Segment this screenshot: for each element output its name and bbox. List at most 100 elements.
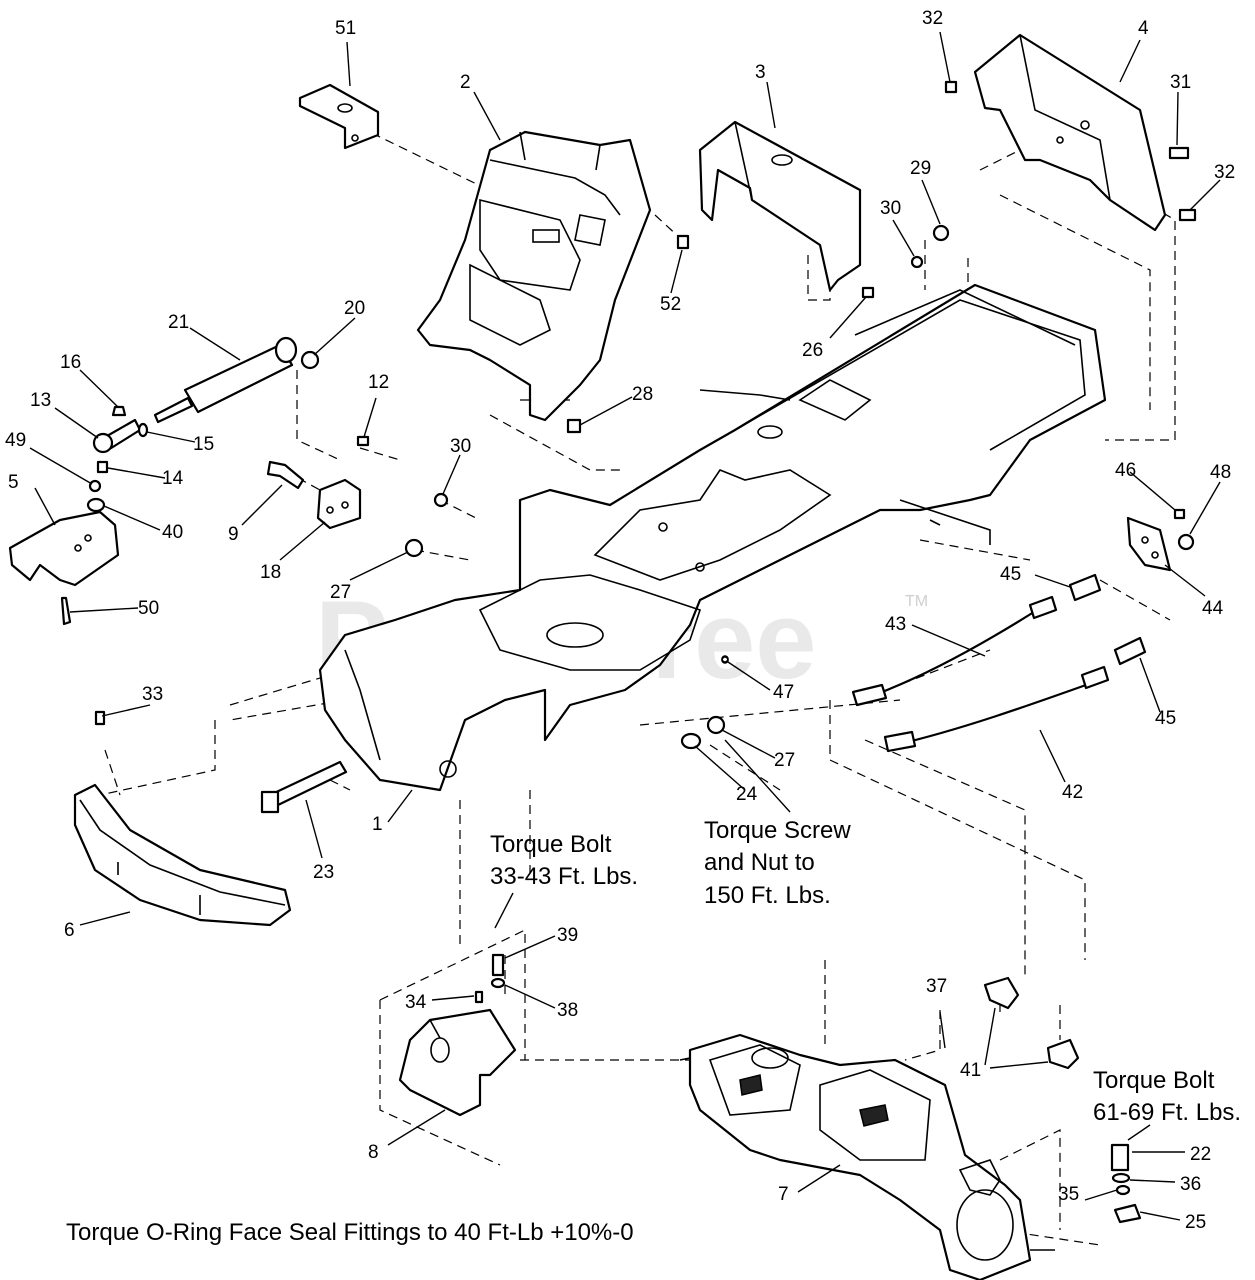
part-47-fastener (721, 656, 729, 664)
callout-25: 25 (1185, 1212, 1206, 1233)
callout-16: 16 (60, 352, 81, 373)
callout-28: 28 (632, 384, 653, 405)
part-32-bolt-upper (944, 80, 958, 94)
callout-numbers: 51 2 3 32 4 31 32 29 30 52 26 21 20 16 1… (5, 8, 1235, 1233)
part-3-cover (698, 120, 862, 292)
callout-44: 44 (1202, 598, 1224, 619)
part-14-spacer (96, 460, 109, 474)
part-4-bracket (973, 33, 1167, 232)
note-torque-bolt-1-line1: Torque Bolt (490, 831, 612, 858)
callout-30-lower: 30 (450, 436, 471, 457)
part-45-fitting-lower (1113, 636, 1147, 666)
rod-end-hardware (86, 405, 149, 513)
part-32-bolt-lower (1178, 208, 1197, 222)
part-30-nut-upper (910, 255, 924, 269)
part-36-washer (1111, 1172, 1131, 1184)
callout-3: 3 (755, 62, 766, 83)
callout-46: 46 (1115, 460, 1136, 481)
callout-32-lower: 32 (1214, 162, 1235, 183)
callout-27-left: 27 (330, 582, 351, 603)
part-22-bolt (1110, 1143, 1130, 1172)
torque-notes: Torque Bolt 33-43 Ft. Lbs. Torque Screw … (66, 817, 1241, 1246)
callout-41: 41 (960, 1060, 981, 1081)
part-29-nut (932, 224, 950, 242)
callout-13: 13 (30, 390, 51, 411)
note-torque-bolt-2-line1: Torque Bolt (1093, 1067, 1215, 1094)
part-49-washer (88, 479, 102, 493)
callout-9: 9 (228, 524, 239, 545)
part-1-main-frame (318, 283, 1107, 792)
callout-43: 43 (885, 614, 906, 635)
part-5-plate (8, 510, 120, 587)
part-21-shock (153, 336, 298, 424)
callout-15: 15 (193, 434, 214, 455)
callout-35: 35 (1058, 1184, 1079, 1205)
part-41-elbow-lower (1046, 1038, 1080, 1070)
note-torque-screw-line3: 150 Ft. Lbs. (704, 882, 831, 909)
note-footer: Torque O-Ring Face Seal Fittings to 40 F… (66, 1219, 634, 1246)
callout-34: 34 (405, 992, 427, 1013)
watermark-trademark: TM (905, 593, 928, 610)
callout-51: 51 (335, 18, 356, 39)
callout-49: 49 (5, 430, 26, 451)
callout-37: 37 (926, 976, 947, 997)
part-26-bolt (861, 286, 875, 299)
part-31-bolt (1168, 146, 1190, 160)
part-27-nut (404, 538, 424, 558)
callout-21: 21 (168, 312, 189, 333)
callout-7: 7 (778, 1184, 789, 1205)
part-38-washer (490, 977, 506, 989)
callout-50: 50 (138, 598, 159, 619)
part-40-bushing (86, 497, 106, 513)
part-34-fitting (474, 990, 484, 1004)
callout-5: 5 (8, 472, 19, 493)
callout-22: 22 (1190, 1144, 1211, 1165)
part-12-bolt (356, 435, 370, 447)
callout-31: 31 (1170, 72, 1191, 93)
part-33-screw (94, 710, 106, 726)
callout-26: 26 (802, 340, 823, 361)
callout-14: 14 (162, 468, 184, 489)
part-28-bolt (566, 418, 582, 434)
part-48-nut (1177, 533, 1195, 551)
part-41-elbow-upper (983, 976, 1020, 1010)
callout-33: 33 (142, 684, 163, 705)
part-45-fitting-upper (1068, 573, 1102, 602)
callout-45-lower: 45 (1155, 708, 1176, 729)
callout-12: 12 (368, 372, 389, 393)
part-23-pin (260, 760, 348, 814)
callout-32-upper: 32 (922, 8, 943, 29)
part-39-bolt (491, 953, 505, 977)
part-50-screw (60, 596, 72, 626)
callout-40: 40 (162, 522, 183, 543)
callout-39: 39 (557, 925, 578, 946)
part-30-nut (433, 492, 449, 508)
callout-42: 42 (1062, 782, 1083, 803)
callout-38: 38 (557, 1000, 578, 1021)
part-7-transaxle (679, 1033, 1055, 1280)
part-2-dash-panel (416, 130, 652, 422)
part-27-nut-lower (706, 715, 726, 735)
part-44-plate (1126, 516, 1172, 572)
callout-23: 23 (313, 862, 334, 883)
part-24-washer (680, 732, 702, 750)
callout-4: 4 (1138, 18, 1149, 39)
part-43-hose (851, 595, 1058, 707)
callout-29: 29 (910, 158, 931, 179)
part-25-plate (1113, 1203, 1142, 1224)
part-9-bolt (266, 460, 305, 490)
leader-lines (29, 31, 1221, 1221)
part-51-bracket (298, 83, 380, 150)
callout-2: 2 (460, 72, 471, 93)
part-42-hose (883, 665, 1110, 753)
part-18-bracket (316, 478, 362, 530)
part-46-bolt (1173, 508, 1186, 520)
part-8-bracket (398, 1008, 517, 1117)
part-52-bolt (676, 234, 690, 250)
callout-30-upper: 30 (880, 198, 901, 219)
note-torque-bolt-2-line2: 61-69 Ft. Lbs. (1093, 1099, 1241, 1126)
callout-45-upper: 45 (1000, 564, 1021, 585)
callout-36: 36 (1180, 1174, 1201, 1195)
callout-47: 47 (773, 682, 794, 703)
